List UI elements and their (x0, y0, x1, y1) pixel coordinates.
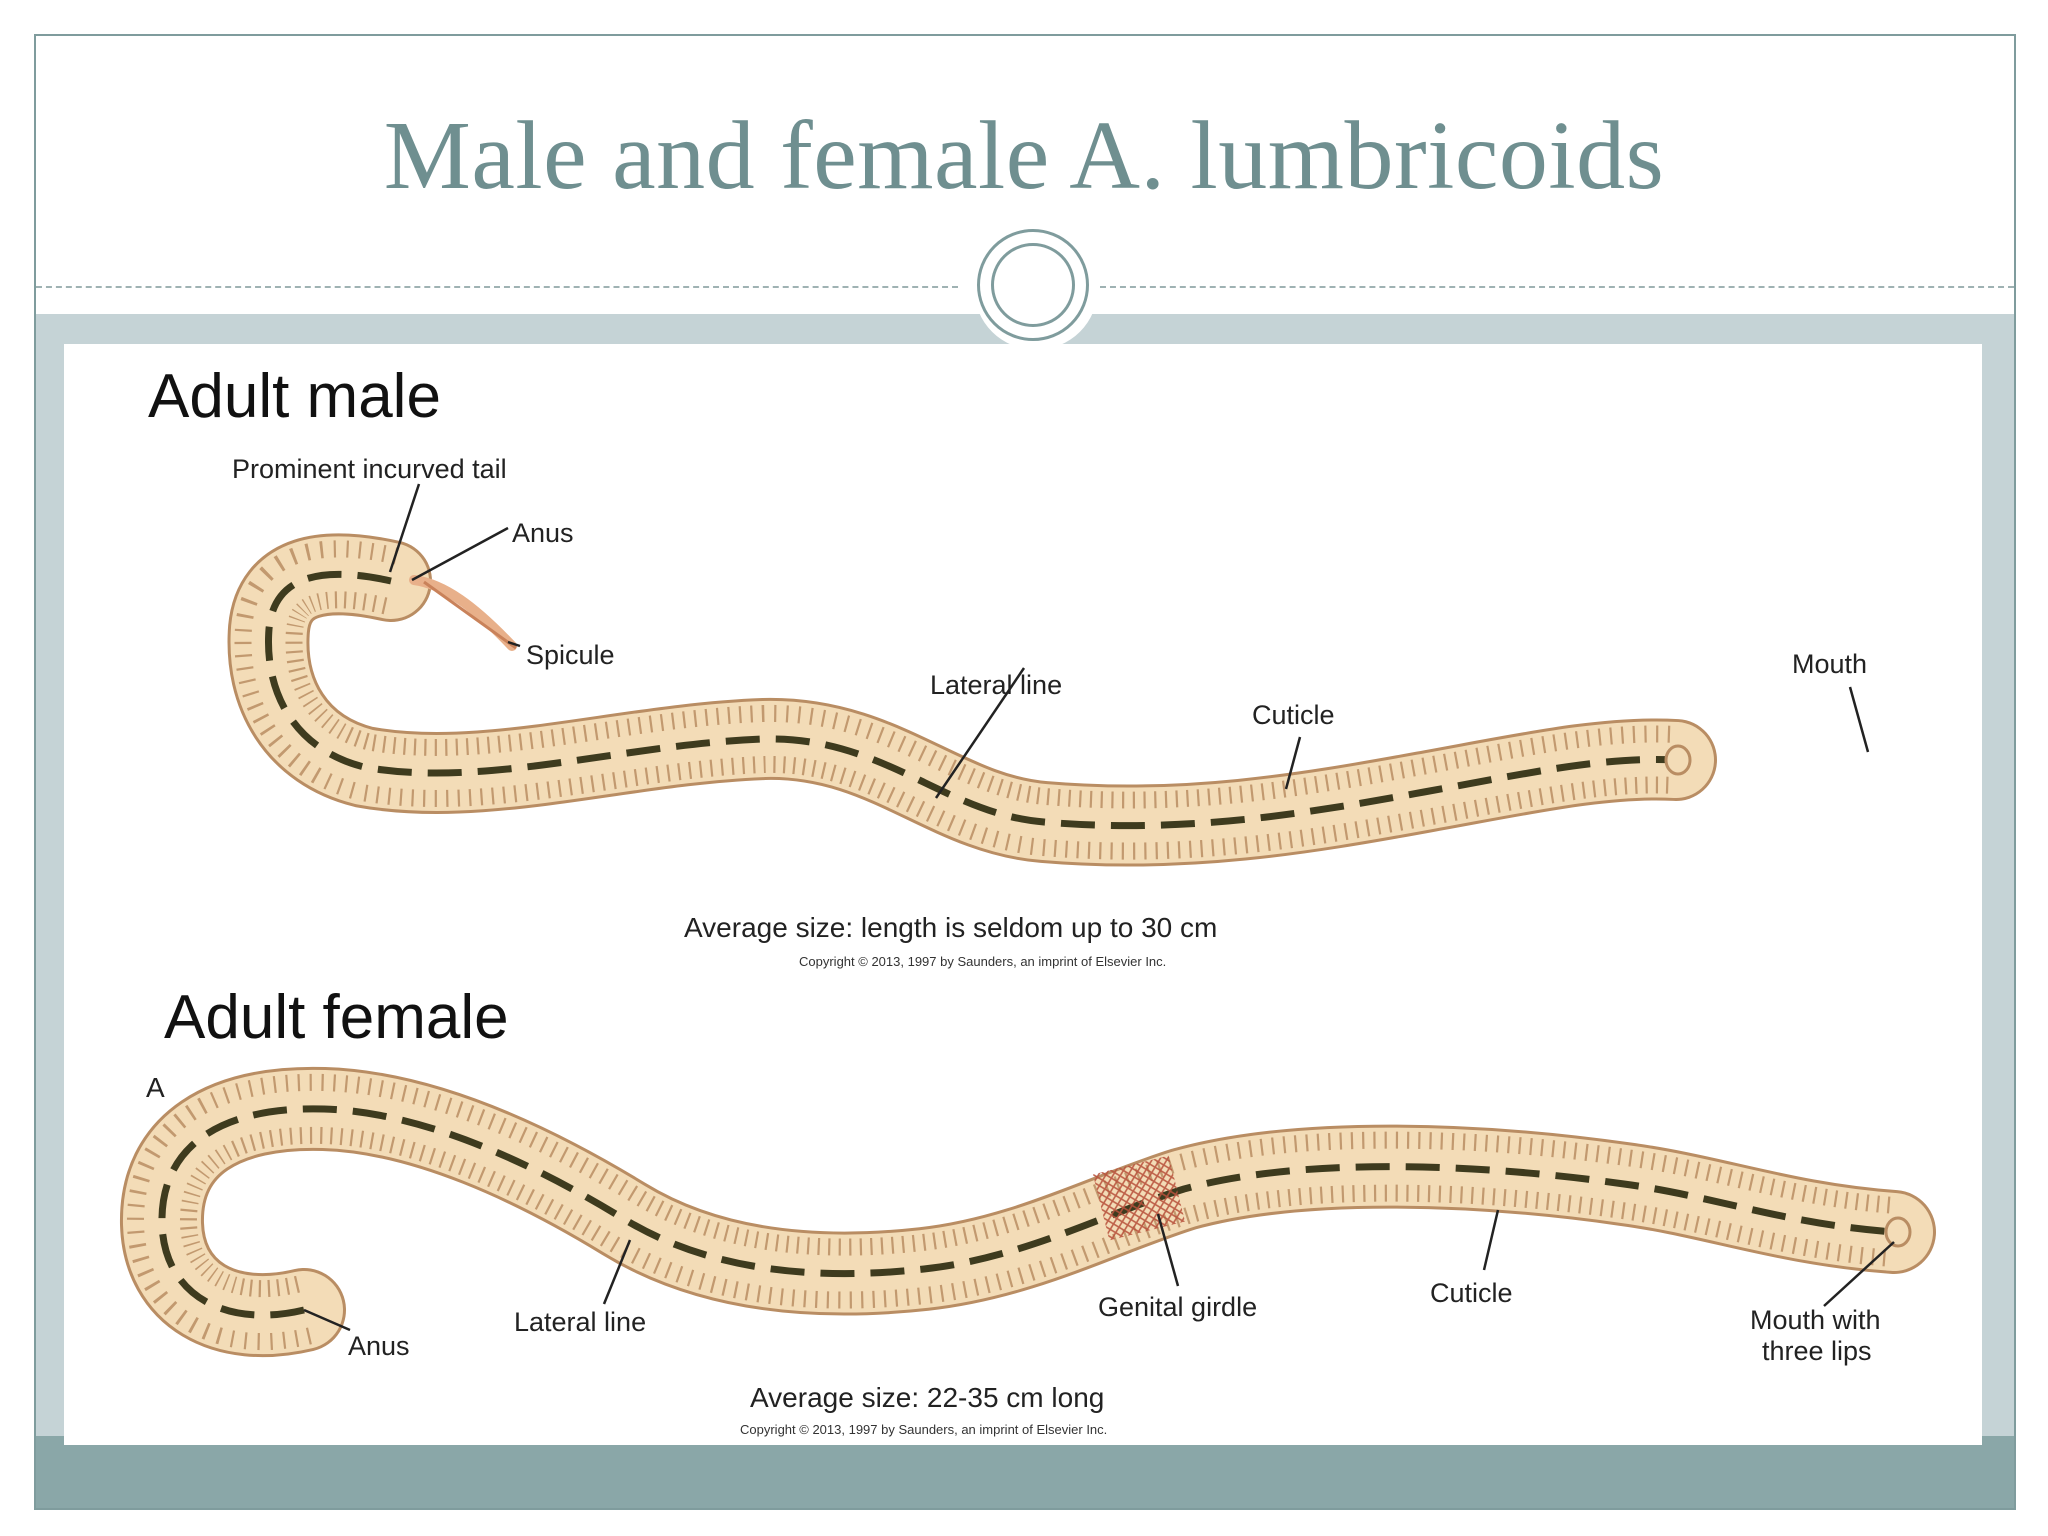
female-size-note: Average size: 22-35 cm long (750, 1382, 1104, 1413)
female-label-genital-girdle: Genital girdle (1098, 1292, 1257, 1322)
female-worm (120, 1066, 1936, 1358)
female-genital-girdle (1092, 1155, 1186, 1241)
slide-title: Male and female A. lumbricoids (383, 102, 1665, 210)
title-divider-left (36, 286, 958, 288)
divider-ornament-outer-ring (977, 229, 1089, 341)
male-label-lateral-line: Lateral line (930, 670, 1062, 700)
female-label-mouth-line2: three lips (1762, 1336, 1872, 1366)
male-label-mouth: Mouth (1792, 649, 1867, 679)
male-heading: Adult male (148, 362, 441, 431)
footer-band (36, 1436, 2014, 1508)
female-panel-letter: A (146, 1072, 165, 1103)
female-label-anus: Anus (348, 1331, 410, 1361)
female-label-lateral-line: Lateral line (514, 1307, 646, 1337)
male-label-anus: Anus (512, 518, 574, 548)
male-label-spicule: Spicule (526, 640, 615, 670)
male-label-cuticle: Cuticle (1252, 700, 1335, 730)
title-divider-right (1100, 286, 2014, 288)
male-worm (227, 533, 1717, 867)
male-size-note: Average size: length is seldom up to 30 … (684, 912, 1217, 943)
male-label-tail: Prominent incurved tail (232, 454, 507, 484)
divider-ornament-inner-ring (991, 243, 1075, 327)
female-heading: Adult female (164, 983, 509, 1052)
female-label-mouth-line1: Mouth with (1750, 1305, 1881, 1335)
male-leader-lines (388, 483, 1870, 799)
worm-diagram-figure: Adult male Prominent incurved tail Anus … (64, 344, 1982, 1445)
male-copyright: Copyright © 2013, 1997 by Saunders, an i… (799, 954, 1166, 969)
female-label-cuticle: Cuticle (1430, 1278, 1513, 1308)
worm-diagram-svg: Adult male Prominent incurved tail Anus … (120, 362, 1936, 1437)
female-leader-lines (303, 1209, 1895, 1332)
female-copyright: Copyright © 2013, 1997 by Saunders, an i… (740, 1422, 1107, 1437)
